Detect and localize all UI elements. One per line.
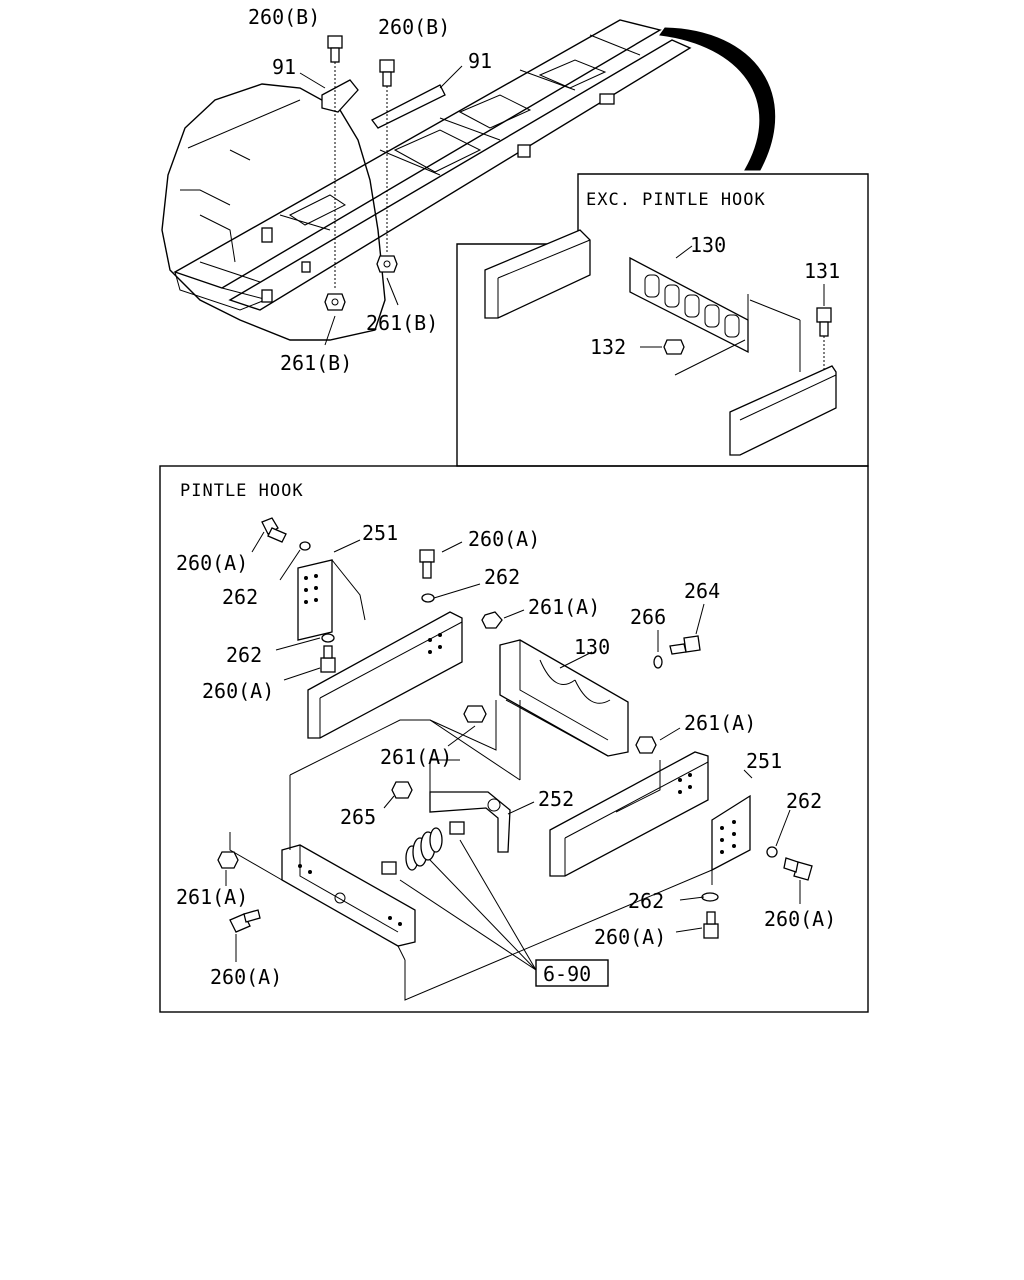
label-91-a: 91 xyxy=(272,55,296,79)
label-261a-1: 261(A) xyxy=(528,595,600,619)
nut-265-icon xyxy=(391,781,413,799)
frame-rail-right xyxy=(228,39,692,311)
label-260a-3: 260(A) xyxy=(202,679,274,703)
label-261a-4: 261(A) xyxy=(176,885,248,909)
label-130-pintle: 130 xyxy=(574,635,610,659)
label-130-exc: 130 xyxy=(690,233,726,257)
ref-box-label: 6-90 xyxy=(543,962,591,986)
label-260a-2: 260(A) xyxy=(468,527,540,551)
bolt-260b-left-icon xyxy=(327,35,343,290)
bolt-260a-4-icon xyxy=(783,857,813,881)
label-131: 131 xyxy=(804,259,840,283)
washer-262-3-icon xyxy=(321,633,335,643)
washer-266-icon xyxy=(653,655,663,669)
washer-262-5-icon xyxy=(701,892,719,902)
frame-rail-left xyxy=(173,19,662,289)
label-262-2: 262 xyxy=(484,565,520,589)
nut-132-icon xyxy=(663,339,685,355)
crossmember-130-pintle xyxy=(499,639,629,757)
nut-261b-right-icon xyxy=(376,255,398,273)
label-262-3: 262 xyxy=(226,643,262,667)
pintle-bracket-252 xyxy=(429,791,511,853)
nut-261b-left-icon xyxy=(324,293,346,311)
bolt-260a-1-icon xyxy=(261,517,287,543)
bracket-91-right xyxy=(371,84,446,129)
exc-rail-right xyxy=(729,365,837,456)
gusset-251-right xyxy=(711,794,751,872)
ref-box-6-90 xyxy=(535,959,609,987)
washer-262-2-icon xyxy=(421,593,435,603)
bolt-131-icon xyxy=(816,307,832,372)
label-260a-1: 260(A) xyxy=(176,551,248,575)
crossmember-130-exc xyxy=(629,256,749,376)
label-262-5: 262 xyxy=(628,889,664,913)
exc-pintle-hook-panel: EXC. PINTLE HOOK xyxy=(456,173,869,467)
nut-261a-1-icon xyxy=(481,611,503,629)
label-252: 252 xyxy=(538,787,574,811)
bolt-260a-3-icon xyxy=(320,645,336,673)
label-261a-2: 261(A) xyxy=(684,711,756,735)
bolt-260a-2-icon xyxy=(419,549,435,579)
chassis-overview: 260(B) 260(B) 91 91 261(B) 261(B) xyxy=(161,5,776,375)
cab-outline xyxy=(161,83,386,341)
label-265: 265 xyxy=(340,805,376,829)
pintle-panel-title: PINTLE HOOK xyxy=(180,481,304,501)
label-262-1: 262 xyxy=(222,585,258,609)
label-132: 132 xyxy=(590,335,626,359)
label-260a-5: 260(A) xyxy=(594,925,666,949)
pintle-hook-panel: PINTLE HOOK xyxy=(159,465,869,1013)
exc-panel-title: EXC. PINTLE HOOK xyxy=(586,190,766,210)
washer-262-4-icon xyxy=(766,846,778,858)
label-261b-b: 261(B) xyxy=(280,351,352,375)
bracket-91-left xyxy=(321,79,359,113)
bolt-264-icon xyxy=(669,635,701,655)
gusset-251-left xyxy=(297,559,366,641)
label-262-4: 262 xyxy=(786,789,822,813)
detail-arrow xyxy=(659,27,776,171)
label-260b-b: 260(B) xyxy=(378,15,450,39)
label-266: 266 xyxy=(630,605,666,629)
label-261a-3: 261(A) xyxy=(380,745,452,769)
exc-rail-left xyxy=(484,229,591,319)
bolt-260b-right-icon xyxy=(379,59,395,252)
nut-261a-4-icon xyxy=(217,851,239,869)
pintle-pin xyxy=(381,821,465,875)
label-260b-a: 260(B) xyxy=(248,5,320,29)
pintle-panel-border xyxy=(159,465,869,1013)
label-261b-a: 261(B) xyxy=(366,311,438,335)
frame-rail-section-left xyxy=(307,611,463,739)
pintle-crossmember-lower xyxy=(281,844,416,947)
label-251-a: 251 xyxy=(362,521,398,545)
label-251-b: 251 xyxy=(746,749,782,773)
bolt-260a-5-icon xyxy=(703,911,719,939)
nut-261a-2-icon xyxy=(463,705,487,723)
nut-261a-3-icon xyxy=(635,736,657,754)
frame-rail-section-right xyxy=(549,751,709,877)
washer-262-1-icon xyxy=(299,541,311,551)
label-264: 264 xyxy=(684,579,720,603)
label-260a-4: 260(A) xyxy=(764,907,836,931)
label-260a-6: 260(A) xyxy=(210,965,282,989)
pintle-spring xyxy=(405,827,443,871)
bolt-260a-6-icon xyxy=(229,909,261,933)
label-91-b: 91 xyxy=(468,49,492,73)
